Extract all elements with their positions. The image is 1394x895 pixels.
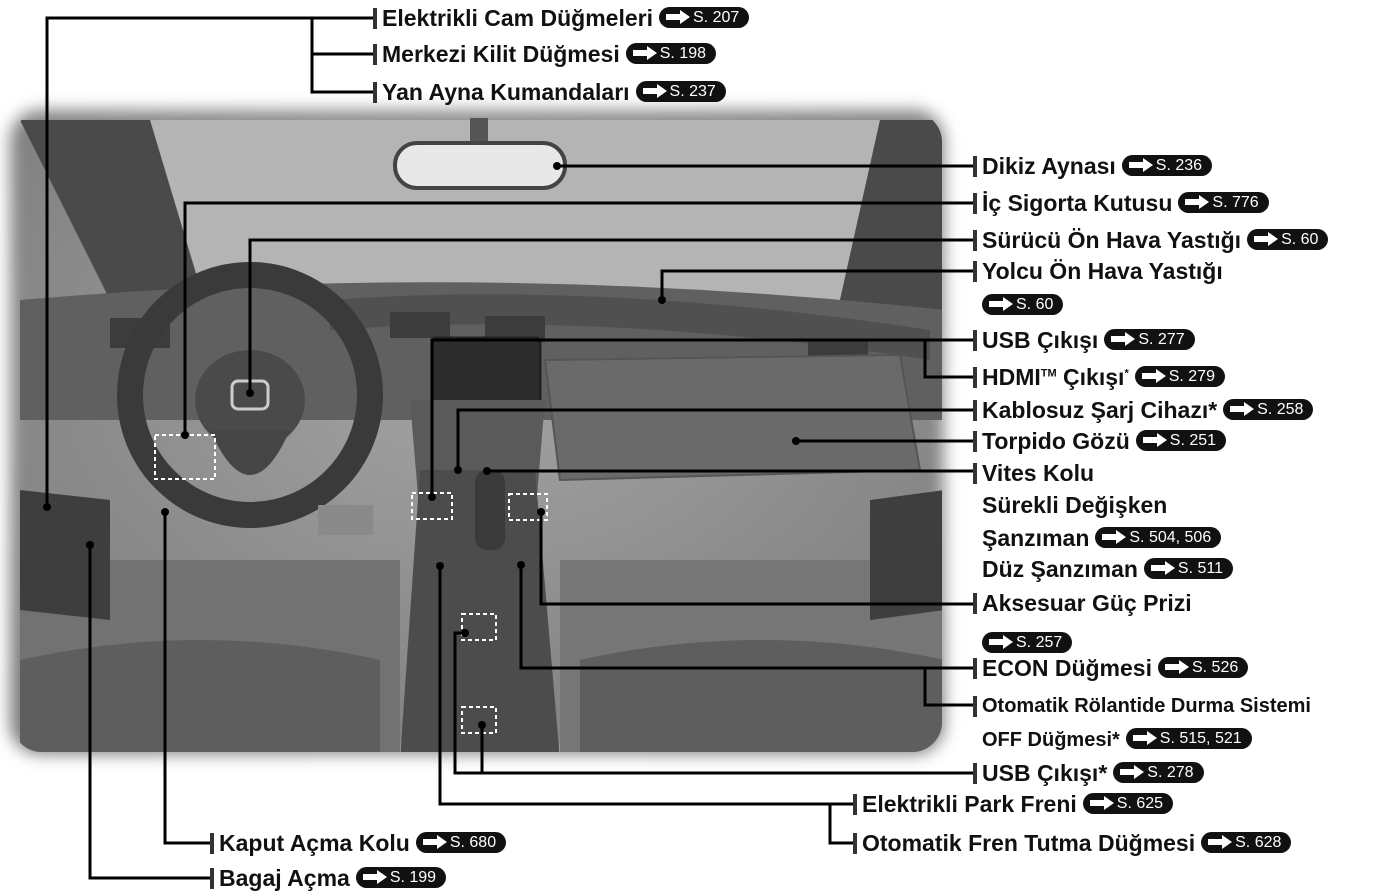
- page-ref-badge[interactable]: S. 251: [1135, 430, 1227, 452]
- right-arrow-icon: [1207, 835, 1233, 850]
- label-hdmi-port: HDMITM Çıkışı*S. 279: [973, 363, 1225, 391]
- page-ref-badge[interactable]: S. 625: [1082, 793, 1174, 815]
- display-screen: [430, 336, 542, 412]
- label-passenger-airbag: Yolcu Ön Hava Yastığı: [973, 257, 1223, 285]
- page-ref-badge[interactable]: S. 199: [355, 867, 447, 889]
- label-usb-port-2: USB Çıkışı*S. 278: [973, 759, 1204, 787]
- right-arrow-icon: [1101, 530, 1127, 545]
- rearview-mirror: [393, 141, 567, 190]
- page-ref-badge[interactable]: S. 278: [1113, 762, 1204, 784]
- right-arrow-icon: [988, 297, 1014, 312]
- page-ref-badge[interactable]: S. 258: [1223, 399, 1314, 421]
- label-idle-stop-line2: OFF Düğmesi*S. 515, 521: [973, 726, 1252, 754]
- page-ref-badge[interactable]: S. 776: [1178, 192, 1269, 214]
- label-accessory-socket: Aksesuar Güç Prizi: [973, 589, 1192, 617]
- right-arrow-icon: [362, 870, 388, 885]
- right-arrow-icon: [1089, 796, 1115, 811]
- glove-box: [543, 353, 922, 482]
- right-arrow-icon: [1119, 765, 1145, 780]
- page-ref-badge[interactable]: S. 515, 521: [1125, 728, 1252, 750]
- page-ref-badge[interactable]: S. 279: [1134, 366, 1225, 388]
- page-ref-badge[interactable]: S. 207: [659, 7, 750, 29]
- right-arrow-icon: [665, 10, 691, 25]
- right-arrow-icon: [1132, 730, 1158, 745]
- page-ref-badge[interactable]: S. 198: [625, 43, 716, 65]
- right-arrow-icon: [1141, 369, 1167, 384]
- door-left: [20, 490, 110, 620]
- shift-knob: [475, 470, 505, 550]
- right-arrow-icon: [632, 46, 658, 61]
- right-arrow-icon: [1253, 232, 1279, 247]
- page-ref-badge[interactable]: S. 511: [1143, 558, 1233, 580]
- highlight-usb: [411, 492, 453, 520]
- label-cvt-line1: Sürekli Değişken: [982, 492, 1168, 518]
- page-ref-badge[interactable]: S. 60: [982, 294, 1064, 316]
- right-arrow-icon: [1229, 402, 1255, 417]
- seat-left: [20, 640, 380, 752]
- label-passenger-airbag-ref: S. 60: [973, 291, 1064, 319]
- label-accessory-socket-ref: S. 257: [973, 629, 1073, 657]
- page-ref-badge[interactable]: S. 277: [1104, 329, 1195, 351]
- seat-right: [580, 640, 942, 752]
- right-arrow-icon: [642, 84, 668, 99]
- highlight-accessory: [508, 493, 548, 521]
- right-arrow-icon: [1110, 332, 1136, 347]
- page-ref-badge[interactable]: S. 526: [1157, 657, 1249, 679]
- page-ref-badge[interactable]: S. 236: [1121, 155, 1213, 177]
- label-idle-stop-line1: Otomatik Rölantide Durma Sistemi: [973, 692, 1311, 720]
- door-right: [870, 490, 942, 620]
- right-arrow-icon: [1150, 561, 1176, 576]
- right-arrow-icon: [1164, 660, 1190, 675]
- right-arrow-icon: [1128, 158, 1154, 173]
- right-arrow-icon: [1184, 195, 1210, 210]
- page-ref-badge[interactable]: S. 237: [635, 81, 726, 103]
- page-ref-badge[interactable]: S. 628: [1201, 832, 1292, 854]
- page-ref-badge[interactable]: S. 257: [982, 632, 1073, 654]
- page-ref-badge[interactable]: S. 504, 506: [1095, 527, 1222, 549]
- page-ref-badge[interactable]: S. 60: [1247, 229, 1329, 251]
- label-wireless-charger: Kablosuz Şarj Cihazı*S. 258: [973, 396, 1314, 424]
- page-ref-badge[interactable]: S. 680: [415, 832, 507, 854]
- right-arrow-icon: [988, 635, 1014, 650]
- right-arrow-icon: [422, 835, 448, 850]
- label-shift-lever: Vites Kolu: [973, 459, 1094, 487]
- right-arrow-icon: [1142, 433, 1168, 448]
